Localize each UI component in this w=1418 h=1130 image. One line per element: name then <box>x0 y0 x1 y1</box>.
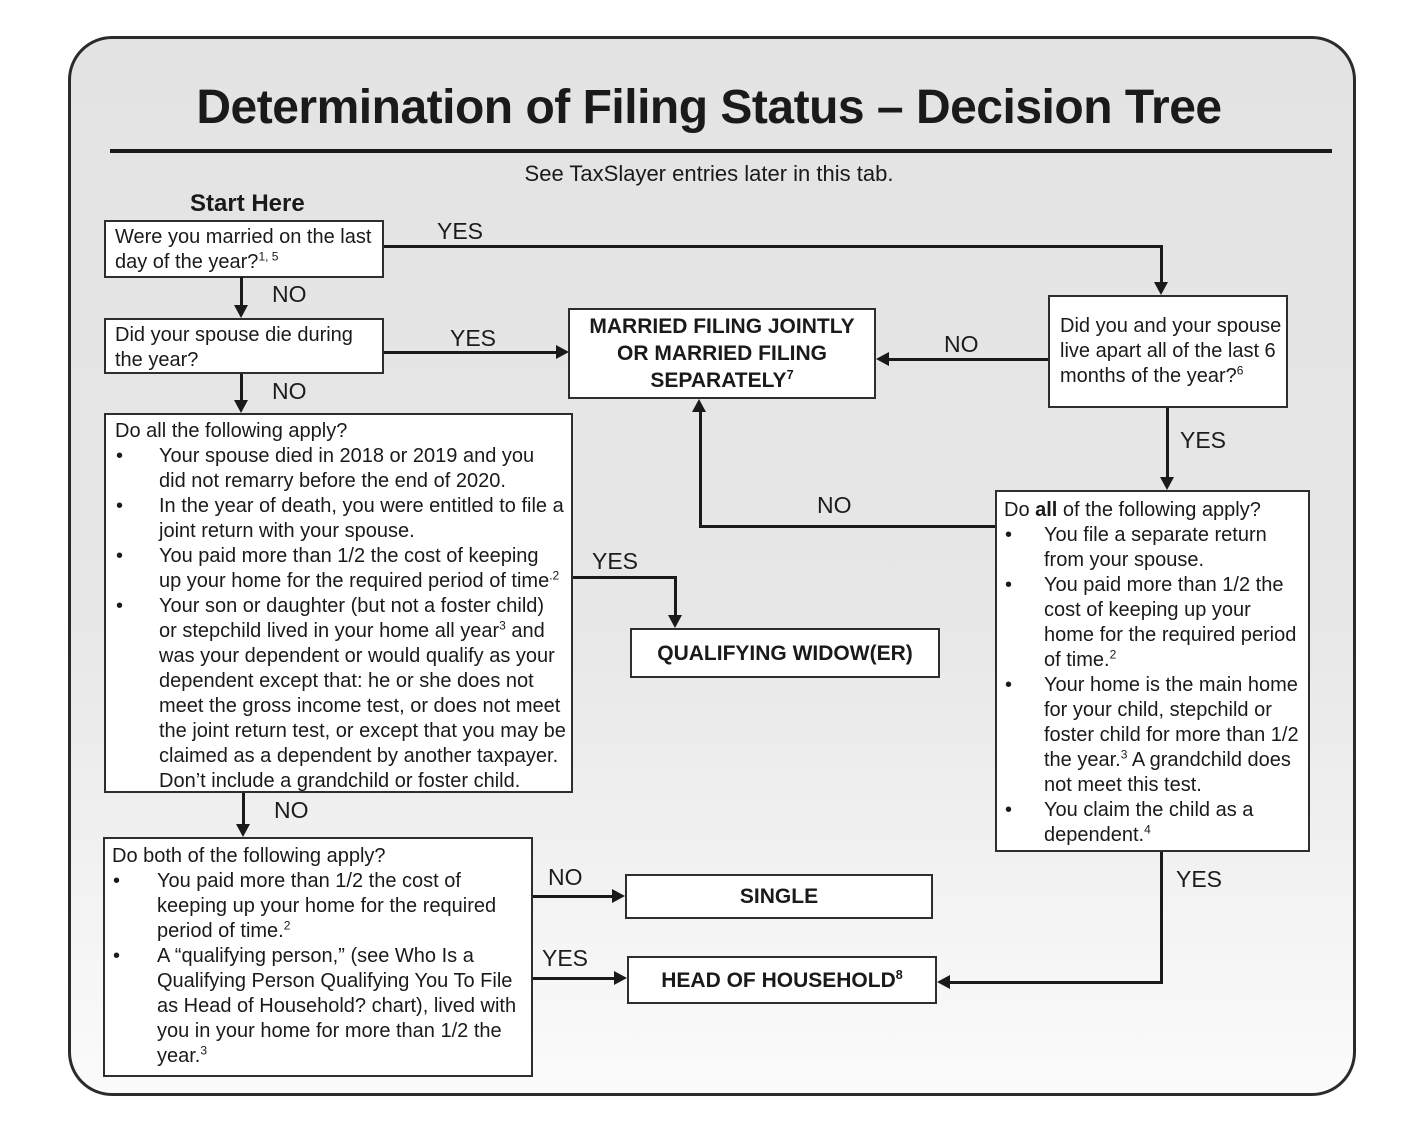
bullet-list: You paid more than 1/2 the cost of keepi… <box>112 869 525 1069</box>
label-live-apart-yes: YES <box>1180 427 1227 453</box>
bullet-item: Your home is the main home for your chil… <box>1004 673 1303 798</box>
result-label: HEAD OF HOUSEHOLD8 <box>661 967 903 992</box>
bullet-item: Your son or daughter (but not a foster c… <box>115 594 566 794</box>
bullet-item: You paid more than 1/2 the cost of keepi… <box>1004 573 1303 673</box>
result-label: QUALIFYING WIDOW(ER) <box>657 641 913 665</box>
label-separate-return-no: NO <box>817 492 852 518</box>
label-widower-no: NO <box>274 797 309 823</box>
connector-single-no-line <box>533 895 612 898</box>
arrowhead-separate-return-yes <box>937 975 950 989</box>
arrowhead-widower-yes <box>668 615 682 628</box>
bullet-item: You file a separate return from your spo… <box>1004 523 1303 573</box>
bullet-list: Your spouse died in 2018 or 2019 and you… <box>115 444 566 794</box>
start-here-label: Start Here <box>190 190 305 217</box>
arrowhead-live-apart-no <box>876 352 889 366</box>
page-title: Determination of Filing Status – Decisio… <box>196 81 1222 134</box>
bullet-list: You file a separate return from your spo… <box>1004 523 1303 848</box>
bullet-item: You claim the child as a dependent.4 <box>1004 798 1303 848</box>
label-separate-return-yes: YES <box>1176 866 1223 892</box>
bullet-item: A “qualifying person,” (see Who Is a Qua… <box>112 944 525 1069</box>
arrowhead-separate-return-no <box>692 399 706 412</box>
connector-separate-return-yes-hline <box>950 981 1163 984</box>
connector-live-apart-yes-line <box>1166 408 1169 478</box>
label-married-yes: YES <box>437 218 484 244</box>
question-heading: Do all of the following apply? <box>1004 499 1261 521</box>
result-label: SINGLE <box>739 885 819 908</box>
bullet-item: You paid more than 1/2 the cost of keepi… <box>115 544 566 594</box>
result-single: SINGLE <box>625 874 933 919</box>
bullet-item: You paid more than 1/2 the cost of keepi… <box>112 869 525 944</box>
question-qualifying-widower-tests: Do all the following apply? Your spouse … <box>104 413 573 793</box>
label-hoh-left-yes: YES <box>542 945 589 971</box>
connector-widower-yes-vline <box>674 576 677 616</box>
arrowhead-hoh-left-yes <box>614 971 627 985</box>
bullet-item: Your spouse died in 2018 or 2019 and you… <box>115 444 566 494</box>
result-qualifying-widower: QUALIFYING WIDOW(ER) <box>630 628 940 678</box>
result-head-of-household: HEAD OF HOUSEHOLD8 <box>627 956 937 1004</box>
bullet-item: In the year of death, you were entitled … <box>115 494 566 544</box>
connector-separate-return-no-hline <box>699 525 995 528</box>
connector-spouse-died-yes-line <box>384 351 556 354</box>
question-head-of-household-tests-left: Do both of the following apply? You paid… <box>103 837 533 1077</box>
connector-live-apart-no-line <box>889 358 1048 361</box>
label-live-apart-no: NO <box>944 331 979 357</box>
question-heading: Do both of the following apply? <box>112 845 386 867</box>
label-spouse-died-no: NO <box>272 378 307 404</box>
title-rule <box>110 149 1332 153</box>
connector-married-yes-vline <box>1160 245 1163 283</box>
connector-widower-yes-hline <box>573 576 676 579</box>
label-widower-yes: YES <box>592 548 639 574</box>
label-spouse-died-yes: YES <box>450 325 497 351</box>
arrowhead-live-apart-yes <box>1160 477 1174 490</box>
arrowhead-single-no <box>612 889 625 903</box>
connector-separate-return-yes-vline <box>1160 852 1163 984</box>
page-subtitle: See TaxSlayer entries later in this tab. <box>524 161 894 186</box>
arrowhead-married-no <box>234 305 248 318</box>
arrowhead-spouse-died-yes <box>556 345 569 359</box>
connector-hoh-left-yes-line <box>533 977 614 980</box>
arrowhead-married-yes <box>1154 282 1168 295</box>
question-head-of-household-tests-right: Do all of the following apply? You file … <box>995 490 1310 852</box>
label-married-no: NO <box>272 281 307 307</box>
label-single-no: NO <box>548 864 583 890</box>
connector-widower-no-line <box>242 793 245 825</box>
arrowhead-widower-no <box>236 824 250 837</box>
question-heading: Do all the following apply? <box>115 420 348 442</box>
connector-married-yes-hline <box>384 245 1163 248</box>
connector-spouse-died-no-line <box>240 374 243 401</box>
arrowhead-spouse-died-no <box>234 400 248 413</box>
connector-separate-return-no-vline <box>699 412 702 528</box>
connector-married-no-line <box>240 277 243 306</box>
